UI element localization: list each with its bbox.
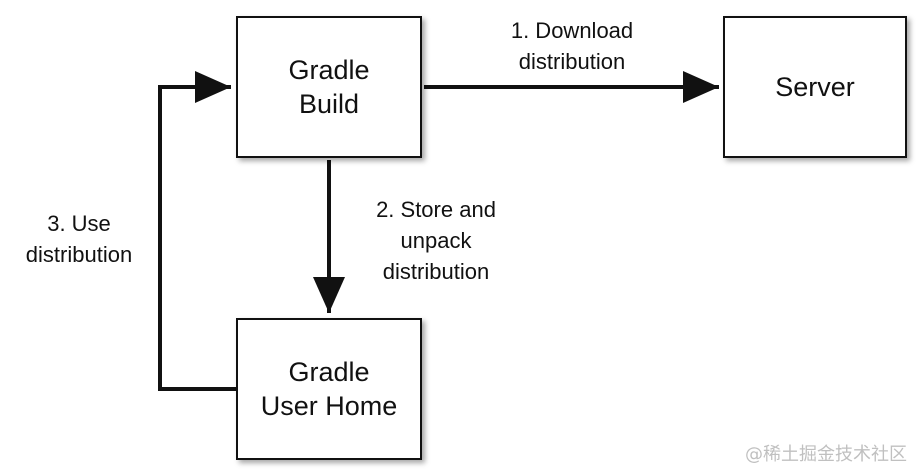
gradle-user-home-node: Gradle User Home: [236, 318, 422, 460]
server-label: Server: [775, 72, 855, 102]
watermark-text: @稀土掘金技术社区: [745, 444, 907, 465]
store-edge-label: 2. Store and unpack distribution: [376, 197, 496, 284]
gradle-build-label: Gradle Build: [288, 55, 370, 119]
gradle-user-home-label: Gradle User Home: [260, 357, 398, 421]
server-node: Server: [723, 16, 907, 158]
arrow-use: [158, 71, 236, 391]
download-edge-label: 1. Download distribution: [510, 18, 634, 74]
gradle-build-node: Gradle Build: [236, 16, 422, 158]
use-edge-label: 3. Use distribution: [25, 211, 133, 267]
